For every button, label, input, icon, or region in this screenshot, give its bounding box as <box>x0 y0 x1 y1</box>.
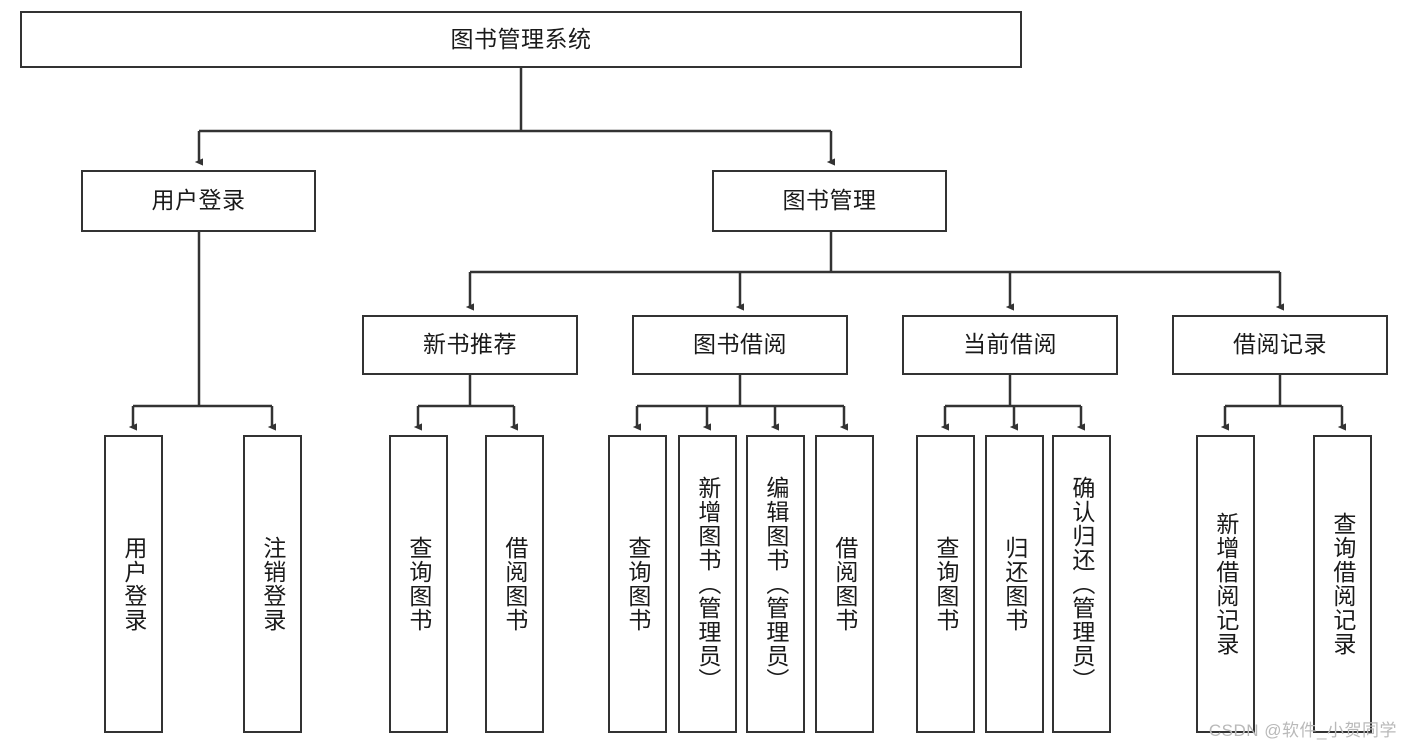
node-leaf-add-record[interactable]: 新增借阅记录 <box>1196 435 1255 733</box>
node-leaf-query-record[interactable]: 查询借阅记录 <box>1313 435 1372 733</box>
node-leaf-add-record-label: 新增借阅记录 <box>1212 512 1239 656</box>
node-leaf-query-book-1[interactable]: 查询图书 <box>389 435 448 733</box>
node-leaf-query-record-label: 查询借阅记录 <box>1329 512 1356 656</box>
node-current-borrow-label: 当前借阅 <box>963 331 1057 358</box>
node-leaf-borrow-book-2[interactable]: 借阅图书 <box>815 435 874 733</box>
node-book-manage[interactable]: 图书管理 <box>712 170 947 232</box>
node-leaf-logout-login-label: 注销登录 <box>259 536 286 632</box>
node-root[interactable]: 图书管理系统 <box>20 11 1022 68</box>
node-leaf-user-login-label: 用户登录 <box>120 536 147 632</box>
node-root-label: 图书管理系统 <box>450 25 592 52</box>
node-leaf-query-book-2[interactable]: 查询图书 <box>608 435 667 733</box>
node-leaf-user-login[interactable]: 用户登录 <box>104 435 163 733</box>
node-leaf-query-book-3-label: 查询图书 <box>932 536 959 632</box>
node-leaf-add-book[interactable]: 新增图书（管理员） <box>678 435 737 733</box>
node-leaf-query-book-2-label: 查询图书 <box>624 536 651 632</box>
node-user-login-label: 用户登录 <box>151 187 246 214</box>
node-borrow-record[interactable]: 借阅记录 <box>1172 315 1388 375</box>
node-leaf-return-book-label: 归还图书 <box>1001 536 1028 632</box>
node-book-borrow-label: 图书借阅 <box>693 331 787 358</box>
node-leaf-confirm-return[interactable]: 确认归还（管理员） <box>1052 435 1111 733</box>
node-new-book-rec[interactable]: 新书推荐 <box>362 315 578 375</box>
node-book-manage-label: 图书管理 <box>782 187 877 214</box>
node-leaf-borrow-book-1-label: 借阅图书 <box>501 536 528 632</box>
node-leaf-borrow-book-1[interactable]: 借阅图书 <box>485 435 544 733</box>
node-leaf-borrow-book-2-label: 借阅图书 <box>831 536 858 632</box>
node-borrow-record-label: 借阅记录 <box>1233 331 1327 358</box>
node-leaf-logout-login[interactable]: 注销登录 <box>243 435 302 733</box>
node-new-book-rec-label: 新书推荐 <box>423 331 517 358</box>
node-user-login[interactable]: 用户登录 <box>81 170 316 232</box>
node-leaf-add-book-label: 新增图书（管理员） <box>694 476 721 692</box>
node-leaf-query-book-1-label: 查询图书 <box>405 536 432 632</box>
csdn-watermark: CSDN @软件_小贺同学 <box>1208 721 1397 740</box>
node-book-borrow[interactable]: 图书借阅 <box>632 315 848 375</box>
node-leaf-confirm-return-label: 确认归还（管理员） <box>1068 476 1095 692</box>
node-leaf-query-book-3[interactable]: 查询图书 <box>916 435 975 733</box>
node-leaf-edit-book-label: 编辑图书（管理员） <box>762 476 789 692</box>
node-leaf-edit-book[interactable]: 编辑图书（管理员） <box>746 435 805 733</box>
node-leaf-return-book[interactable]: 归还图书 <box>985 435 1044 733</box>
node-current-borrow[interactable]: 当前借阅 <box>902 315 1118 375</box>
